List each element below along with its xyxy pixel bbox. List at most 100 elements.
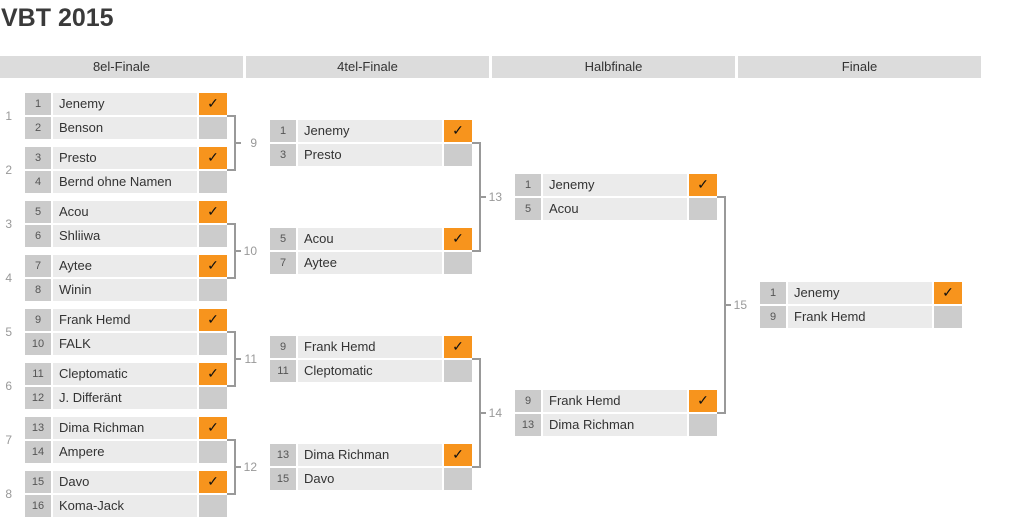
- result-cell[interactable]: ✓: [444, 336, 472, 358]
- result-cell[interactable]: [199, 387, 227, 409]
- check-icon: ✓: [207, 257, 219, 273]
- seed-cell: 11: [25, 363, 51, 385]
- seed-cell: 5: [270, 228, 296, 250]
- result-cell[interactable]: ✓: [444, 444, 472, 466]
- check-icon: ✓: [207, 95, 219, 111]
- match-number: 3: [5, 217, 12, 231]
- seed-cell: 14: [25, 441, 51, 463]
- seed-cell: 2: [25, 117, 51, 139]
- seed-cell: 13: [25, 417, 51, 439]
- result-cell[interactable]: [444, 252, 472, 274]
- result-cell[interactable]: [444, 360, 472, 382]
- player-name: FALK: [53, 333, 197, 355]
- seed-cell: 15: [25, 471, 51, 493]
- check-icon: ✓: [207, 365, 219, 381]
- match-number: 7: [5, 433, 12, 447]
- bracket-connector: [717, 196, 726, 414]
- bracket-midtick: [481, 412, 486, 414]
- match-number: 13: [488, 190, 502, 204]
- result-cell[interactable]: ✓: [199, 363, 227, 385]
- result-cell[interactable]: [199, 171, 227, 193]
- result-cell[interactable]: ✓: [444, 228, 472, 250]
- check-icon: ✓: [207, 203, 219, 219]
- result-cell[interactable]: ✓: [689, 390, 717, 412]
- result-cell[interactable]: ✓: [199, 471, 227, 493]
- seed-cell: 7: [25, 255, 51, 277]
- result-cell[interactable]: [444, 468, 472, 490]
- bracket-midtick: [236, 250, 241, 252]
- result-cell[interactable]: [444, 144, 472, 166]
- result-cell[interactable]: ✓: [199, 147, 227, 169]
- result-cell[interactable]: [689, 414, 717, 436]
- seed-cell: 16: [25, 495, 51, 517]
- result-cell[interactable]: ✓: [689, 174, 717, 196]
- player-name: Davo: [53, 471, 197, 493]
- seed-cell: 12: [25, 387, 51, 409]
- seed-cell: 1: [760, 282, 786, 304]
- seed-cell: 13: [270, 444, 296, 466]
- result-cell[interactable]: ✓: [199, 417, 227, 439]
- result-cell[interactable]: [199, 333, 227, 355]
- round-header-4tel-finale: 4tel-Finale: [246, 56, 489, 78]
- seed-cell: 15: [270, 468, 296, 490]
- bracket-midtick: [236, 358, 241, 360]
- bracket-connector: [227, 439, 236, 495]
- player-name: Winin: [53, 279, 197, 301]
- player-name: Koma-Jack: [53, 495, 197, 517]
- bracket-connector: [472, 142, 481, 252]
- player-name: Davo: [298, 468, 442, 490]
- seed-cell: 8: [25, 279, 51, 301]
- player-name: Dima Richman: [543, 414, 687, 436]
- match-number: 10: [243, 244, 257, 258]
- seed-cell: 5: [25, 201, 51, 223]
- seed-cell: 1: [25, 93, 51, 115]
- result-cell[interactable]: ✓: [199, 201, 227, 223]
- match-number: 2: [5, 163, 12, 177]
- round-header-halbfinale: Halbfinale: [492, 56, 735, 78]
- result-cell[interactable]: ✓: [934, 282, 962, 304]
- player-name: Presto: [298, 144, 442, 166]
- check-icon: ✓: [207, 473, 219, 489]
- seed-cell: 9: [515, 390, 541, 412]
- result-cell[interactable]: [689, 198, 717, 220]
- result-cell[interactable]: ✓: [199, 255, 227, 277]
- result-cell[interactable]: ✓: [444, 120, 472, 142]
- seed-cell: 6: [25, 225, 51, 247]
- seed-cell: 1: [515, 174, 541, 196]
- result-cell[interactable]: ✓: [199, 309, 227, 331]
- match-number: 6: [5, 379, 12, 393]
- result-cell[interactable]: [199, 279, 227, 301]
- bracket-midtick: [726, 304, 731, 306]
- result-cell[interactable]: [199, 441, 227, 463]
- check-icon: ✓: [207, 149, 219, 165]
- seed-cell: 3: [270, 144, 296, 166]
- player-name: Jenemy: [298, 120, 442, 142]
- result-cell[interactable]: ✓: [199, 93, 227, 115]
- result-cell[interactable]: [199, 117, 227, 139]
- result-cell[interactable]: [199, 225, 227, 247]
- result-cell[interactable]: [934, 306, 962, 328]
- player-name: Frank Hemd: [53, 309, 197, 331]
- player-name: Acou: [53, 201, 197, 223]
- check-icon: ✓: [207, 419, 219, 435]
- result-cell[interactable]: [199, 495, 227, 517]
